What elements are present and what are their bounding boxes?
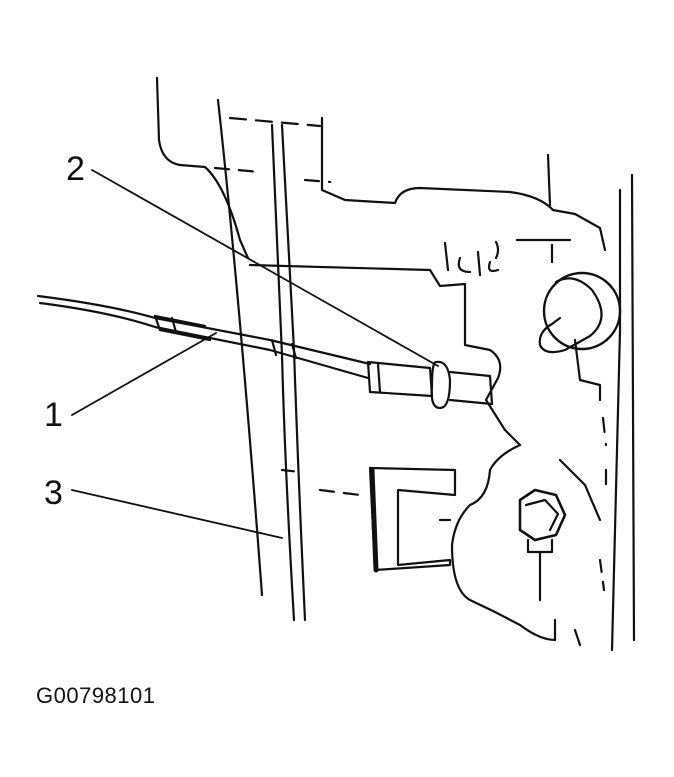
connector-bracket — [515, 238, 572, 264]
lower-block-tail — [553, 618, 582, 647]
cable-wire-lower — [38, 301, 370, 380]
block-right-edge — [573, 212, 607, 252]
round-plug — [542, 271, 622, 351]
connector-ferrule — [376, 362, 382, 394]
mounting-bracket — [368, 466, 457, 572]
hidden-line-lower-e — [598, 558, 606, 592]
hidden-contour-right — [303, 178, 332, 184]
cable-wire-upper — [36, 294, 372, 366]
hidden-line-lower-d — [601, 416, 608, 492]
cable-sleeve — [153, 314, 298, 360]
leader-line-3 — [71, 489, 283, 539]
panel-edge-right — [280, 123, 307, 622]
hidden-contour-top — [228, 116, 322, 128]
leader-line-1 — [71, 332, 217, 416]
hidden-line-lower-a — [280, 468, 302, 474]
cable-sleeve-band — [153, 314, 212, 342]
block-corner-right — [546, 153, 552, 207]
plug-lever — [538, 277, 603, 354]
connector-tabs — [443, 240, 500, 277]
callout-number-1: 1 — [44, 396, 63, 434]
bolt-head — [518, 488, 567, 542]
hidden-line-lower-b — [318, 488, 362, 497]
o-ring — [430, 360, 452, 410]
block-upper-edge — [320, 116, 577, 216]
connector-tip — [448, 370, 494, 406]
sensor-housing-outline — [248, 263, 522, 447]
bolt-shank — [526, 538, 554, 554]
lower-block-contour — [450, 443, 557, 642]
figure-id-label: G00798101 — [36, 683, 156, 708]
panel-edge-left — [216, 98, 264, 597]
callout-number-3: 3 — [44, 474, 63, 512]
panel-edge-inner — [270, 123, 296, 622]
frame-rail-inner — [610, 188, 622, 652]
hidden-contour-mid — [213, 166, 262, 174]
bracket-shadow — [369, 467, 379, 573]
plug-stem — [573, 338, 602, 402]
frame-rail-outer — [630, 173, 636, 642]
callout-number-2: 2 — [66, 150, 85, 188]
leader-line-2 — [91, 169, 439, 367]
lower-block-right — [558, 458, 602, 522]
bolt-head-face — [524, 498, 560, 532]
engine-block-outline — [155, 76, 250, 260]
